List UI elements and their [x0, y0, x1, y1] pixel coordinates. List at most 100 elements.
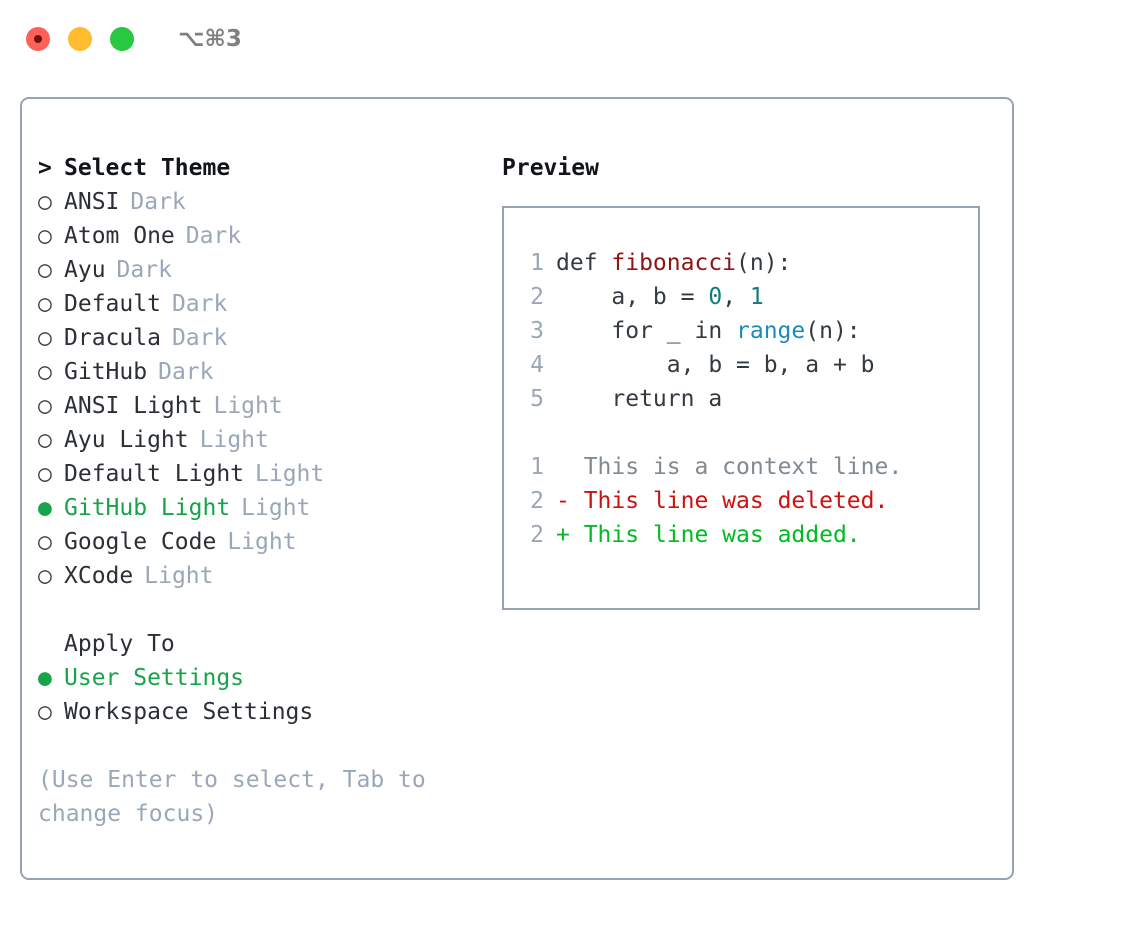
theme-name: GitHub: [64, 359, 148, 385]
code-token: 1: [749, 284, 764, 310]
theme-name: Atom One: [64, 223, 175, 249]
title-bar: ⌥⌘3: [0, 0, 1140, 78]
theme-variant-tag: Dark: [185, 223, 242, 249]
apply-to-heading-marker: [38, 627, 64, 661]
code-token: 0: [708, 284, 723, 310]
radio-unselected-icon: ○: [38, 189, 52, 215]
code-line: 5 return a: [520, 382, 978, 416]
keyboard-shortcut-label: ⌥⌘3: [178, 26, 242, 52]
radio-unselected-icon: ○: [38, 393, 52, 419]
diff-line-prefix: +: [556, 522, 584, 548]
code-token: for _ in: [556, 318, 737, 344]
theme-variant-tag: Dark: [130, 189, 186, 215]
theme-variant-tag: Light: [144, 563, 214, 589]
theme-list-item[interactable]: ○ Atom One Dark: [38, 219, 498, 253]
radio-unselected-icon: ○: [38, 563, 52, 589]
preview-title: Preview: [502, 155, 599, 181]
maximize-button[interactable]: [110, 27, 134, 51]
code-token: def: [556, 250, 612, 276]
select-theme-heading: > Select Theme: [38, 151, 498, 185]
theme-variant-tag: Dark: [171, 325, 228, 351]
radio-unselected-icon: ○: [38, 461, 52, 487]
code-token: ,: [722, 284, 750, 310]
theme-list-item[interactable]: ● GitHub Light Light: [38, 491, 498, 525]
code-token: (n):: [736, 250, 792, 276]
theme-list-item[interactable]: ○ Ayu Dark: [38, 253, 498, 287]
theme-variant-tag: Light: [227, 529, 297, 555]
theme-variant-tag: Light: [213, 393, 283, 419]
diff-line-number: 2: [530, 522, 544, 548]
code-line: 3 for _ in range(n):: [520, 314, 978, 348]
theme-variant-tag: Light: [199, 427, 269, 453]
theme-variant-tag: Light: [241, 495, 311, 521]
close-button[interactable]: [26, 27, 50, 51]
theme-name: Google Code: [64, 529, 217, 555]
theme-name: Default: [64, 291, 161, 317]
radio-unselected-icon: ○: [38, 427, 52, 453]
theme-list-item[interactable]: ○ Google Code Light: [38, 525, 498, 559]
code-token: (n):: [805, 318, 861, 344]
theme-list-item[interactable]: ○ ANSI Dark: [38, 185, 498, 219]
diff-line-text: This line was added.: [583, 522, 861, 548]
radio-unselected-icon: ○: [38, 223, 52, 249]
apply-to-list: ● User Settings ○ Workspace Settings: [38, 661, 498, 729]
diff-sample: 1 This is a context line.2- This line wa…: [520, 450, 978, 552]
minimize-button[interactable]: [68, 27, 92, 51]
diff-line: 2 + This line was added.: [520, 518, 978, 552]
theme-name: ANSI: [64, 189, 120, 215]
radio-selected-icon: ●: [38, 665, 52, 691]
radio-unselected-icon: ○: [38, 529, 52, 555]
apply-to-heading-label: Apply To: [64, 631, 175, 657]
apply-to-option[interactable]: ● User Settings: [38, 661, 498, 695]
theme-name: Ayu Light: [64, 427, 189, 453]
theme-list-item[interactable]: ○ Ayu Light Light: [38, 423, 498, 457]
theme-list-item[interactable]: ○ XCode Light: [38, 559, 498, 593]
theme-name: ANSI Light: [64, 393, 203, 419]
theme-name: Ayu: [64, 257, 106, 283]
diff-line-number: 1: [530, 454, 544, 480]
diff-line-text: This is a context line.: [583, 454, 903, 480]
theme-variant-tag: Dark: [171, 291, 228, 317]
help-text-line-2: change focus): [38, 801, 219, 827]
code-token: return a: [556, 386, 723, 412]
diff-line: 2- This line was deleted.: [520, 484, 978, 518]
diff-line-prefix: [556, 454, 584, 480]
theme-name: GitHub Light: [64, 495, 231, 521]
radio-selected-icon: ●: [38, 495, 52, 521]
radio-unselected-icon: ○: [38, 325, 52, 351]
theme-variant-tag: Dark: [116, 257, 172, 283]
code-line-number: 5: [530, 386, 544, 412]
diff-line-prefix: -: [556, 488, 584, 514]
code-line-number: 3: [530, 318, 544, 344]
section-spacer: [38, 593, 498, 627]
code-diff-spacer: [520, 416, 978, 450]
code-token: a, b = b, a + b: [556, 352, 875, 378]
theme-variant-tag: Dark: [158, 359, 214, 385]
code-token: fibonacci: [611, 250, 737, 276]
apply-to-option[interactable]: ○ Workspace Settings: [38, 695, 498, 729]
code-line-number: 2: [530, 284, 544, 310]
code-line-number: 1: [530, 250, 544, 276]
code-token: a, b =: [556, 284, 709, 310]
code-line-number: 4: [530, 352, 544, 378]
window-controls: [26, 27, 134, 51]
theme-name: XCode: [64, 563, 134, 589]
code-token: range: [736, 318, 806, 344]
theme-list-item[interactable]: ○ ANSI Light Light: [38, 389, 498, 423]
diff-line: 1 This is a context line.: [520, 450, 978, 484]
radio-unselected-icon: ○: [38, 257, 52, 283]
apply-to-heading: Apply To: [38, 627, 498, 661]
theme-name: Default Light: [64, 461, 245, 487]
radio-unselected-icon: ○: [38, 699, 52, 725]
apply-to-option-label: Workspace Settings: [64, 699, 314, 725]
apply-to-option-label: User Settings: [64, 665, 245, 691]
